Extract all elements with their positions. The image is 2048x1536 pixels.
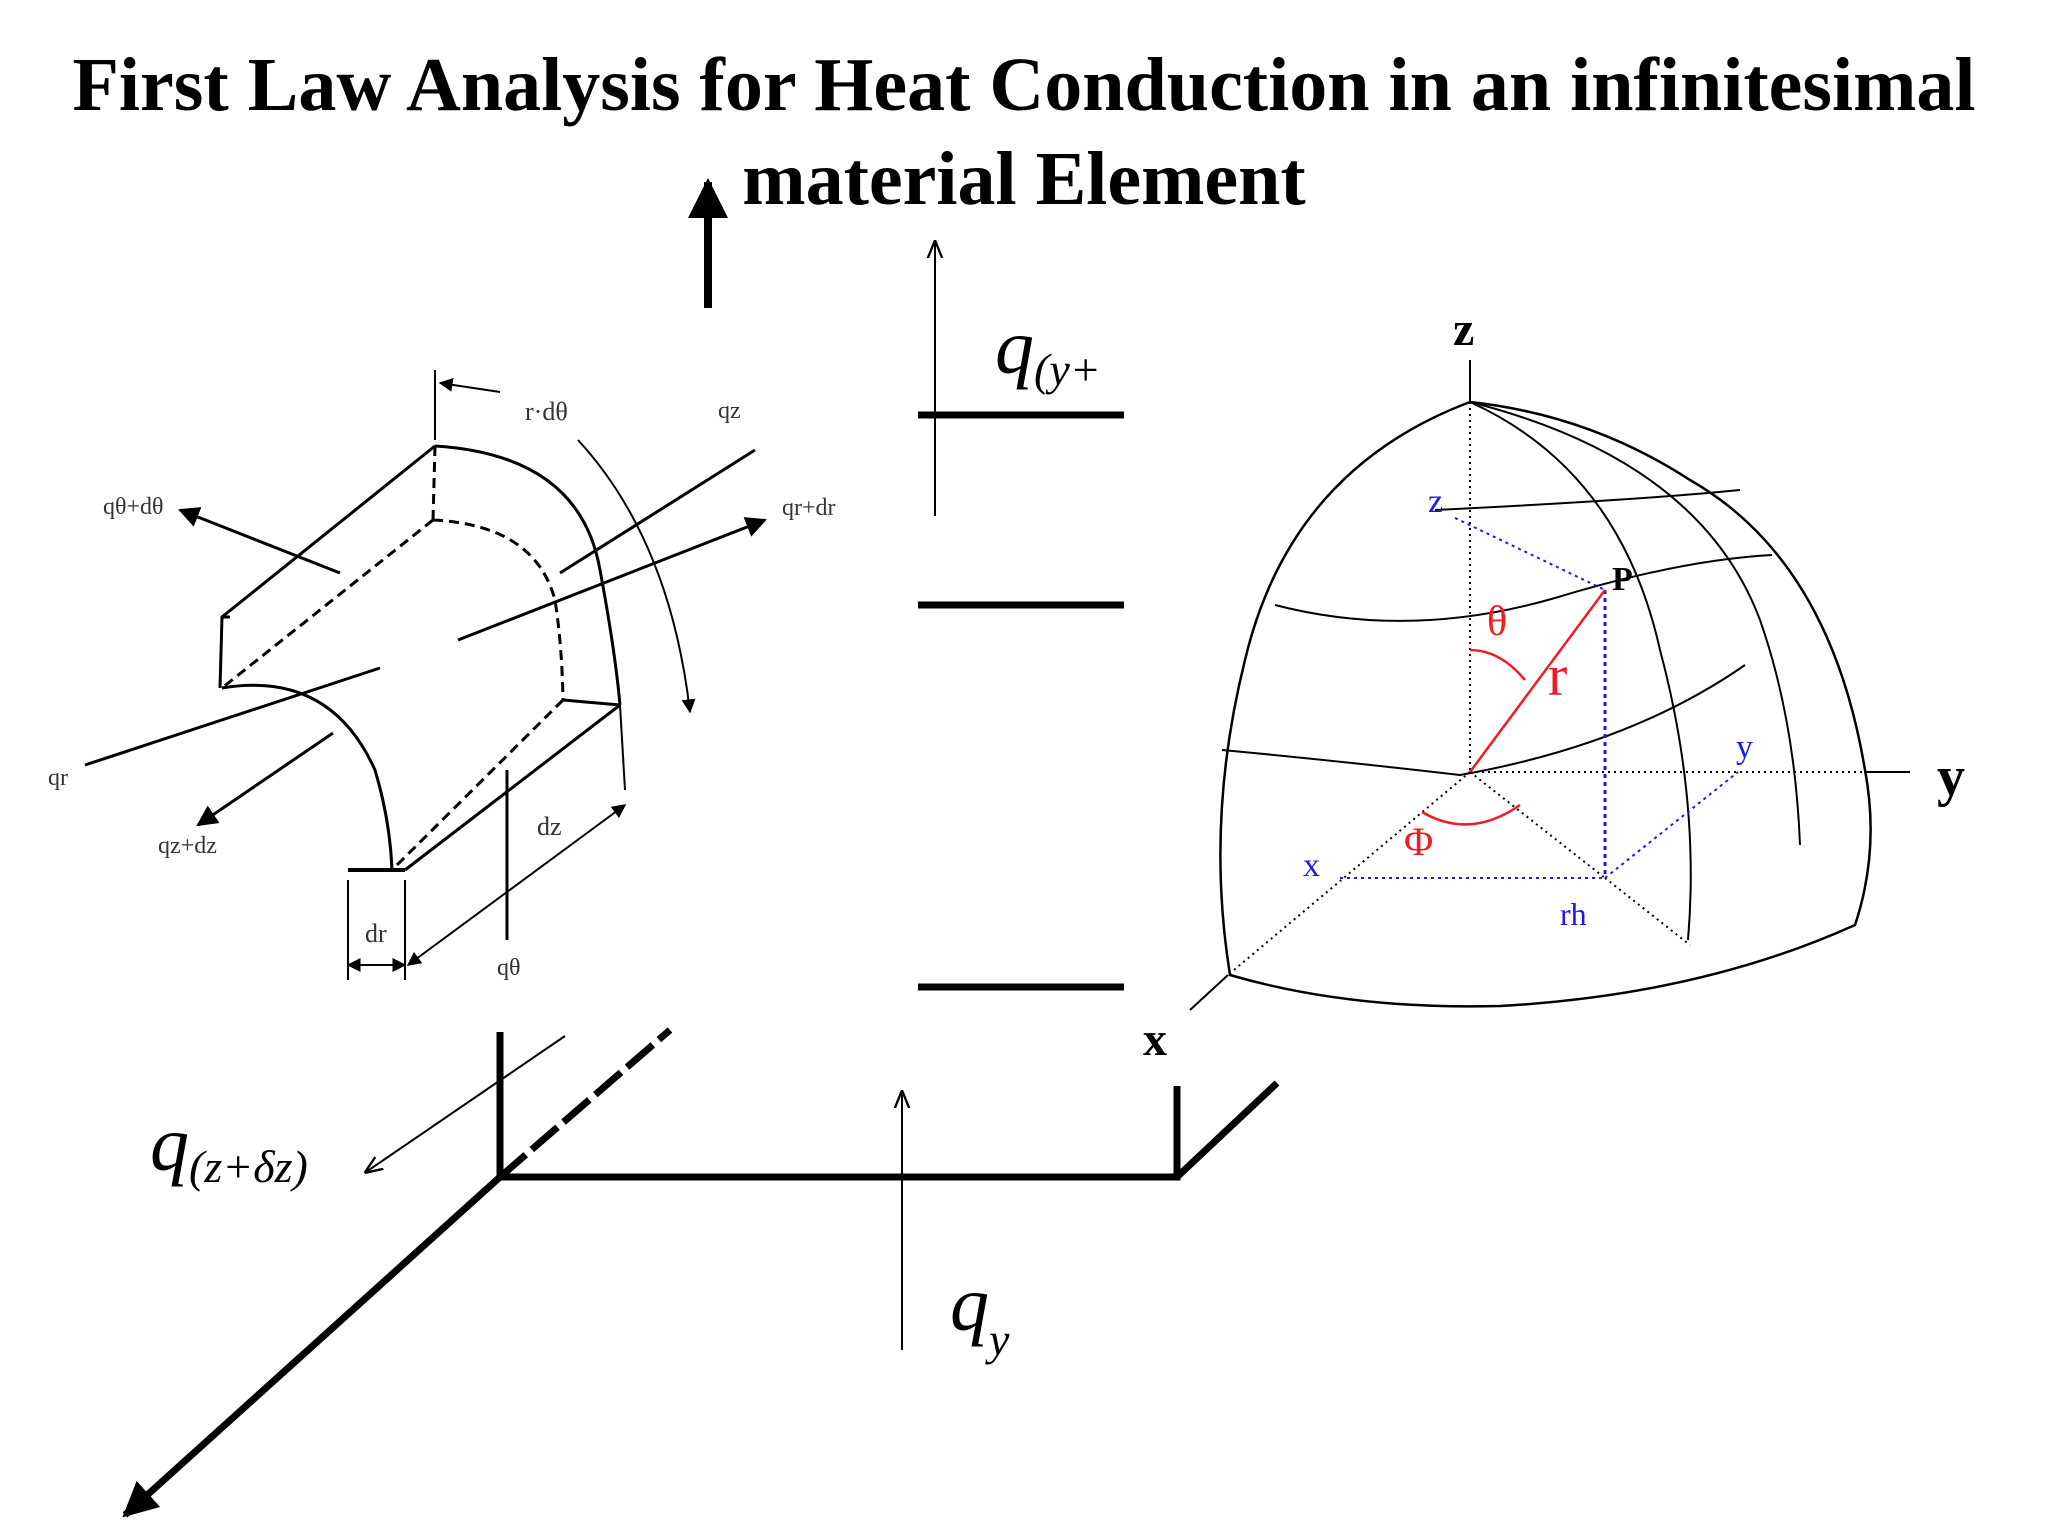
element-base-right-diagonal (1174, 1080, 1280, 1180)
cylindrical-element: r·dθ dz dr qθ qz qr+dr qθ+dθ qr qz+dz (48, 370, 836, 981)
label-dz: dz (537, 812, 562, 841)
parallel-1 (1274, 554, 1773, 622)
proj-origin-rh (1469, 771, 1606, 879)
cylinder-right-face (562, 698, 621, 707)
title-line-1: First Law Analysis for Heat Conduction i… (72, 43, 1976, 127)
proj-z-p (1454, 517, 1606, 591)
cylinder-hidden-edges (221, 445, 565, 872)
sphere-label-rh: rh (1560, 896, 1587, 932)
sphere-outline (1219, 400, 1872, 1008)
label-q-r-dr: qr+dr (782, 495, 836, 521)
sphere-point-p: P (1612, 561, 1633, 598)
sphere-axis-z: z (1453, 303, 1474, 356)
label-r-dtheta: r·dθ (525, 397, 568, 426)
element-base-frame (496, 1032, 1181, 1181)
sphere-axis-x: x (1143, 1013, 1167, 1066)
title-line-2: material Element (742, 137, 1306, 221)
sphere-phi: Φ (1404, 819, 1433, 864)
cylinder-inner-arc (221, 683, 394, 871)
meridian-1 (1469, 401, 1692, 941)
label-q-r: qr (48, 765, 68, 791)
q-z-dz-arrow (196, 731, 334, 827)
slide-title: First Law Analysis for Heat Conduction i… (0, 38, 2048, 226)
theta-arc (1469, 648, 1526, 681)
label-q-z-dz: qz+dz (158, 833, 217, 859)
theta-arc-arrow (577, 439, 696, 714)
parallel-3 (1434, 489, 1741, 511)
red-elements (1421, 589, 1607, 826)
q-r-dr-arrow (457, 517, 767, 642)
label-q-y-plus: q(y+ (995, 303, 1101, 395)
cartesian-element: q(y+ q(z+δz) qy (122, 178, 1280, 1518)
label-q-z-plus-dz: q(z+δz) (150, 1100, 308, 1192)
label-q-theta: qθ (497, 955, 521, 981)
q-z-line (559, 448, 756, 575)
proj-rh-y (1604, 771, 1739, 879)
cylinder-bottom-edge (404, 703, 621, 872)
parallel-2 (1221, 664, 1746, 777)
dz-dim-line (406, 804, 627, 966)
label-q-z: qz (718, 398, 741, 424)
cylinder-front-face (434, 444, 622, 706)
dz-tick-right (619, 704, 626, 791)
meridian-2 (1469, 401, 1801, 846)
x-axis-line (1227, 771, 1471, 976)
r-dtheta-arrow (438, 377, 501, 393)
phi-arc (1421, 803, 1521, 826)
label-dr: dr (365, 919, 387, 948)
radius-line (1468, 589, 1607, 773)
sphere-label-z: z (1428, 483, 1443, 520)
spherical-element: z y x P z y x rh θ r Φ (1143, 303, 1965, 1066)
label-q-theta-dtheta: qθ+dθ (103, 494, 164, 520)
sphere-label-x: x (1303, 847, 1320, 884)
sphere-r: r (1548, 643, 1567, 708)
q-theta-dtheta-arrow (178, 507, 341, 575)
sphere-label-y: y (1736, 729, 1753, 766)
q-r-line (84, 666, 381, 767)
label-q-y: qy (950, 1260, 1010, 1365)
depth-axis-arrow (122, 1174, 503, 1518)
sphere-theta: θ (1487, 599, 1507, 645)
element-base-left-diagonal (497, 1027, 673, 1180)
blue-projections (1340, 517, 1739, 879)
x-axis-tail (1189, 974, 1229, 1011)
qz-plus-dz-arrow (366, 1035, 566, 1172)
sphere-axis-y: y (1937, 746, 1965, 808)
proj-rh-outer (1604, 877, 1691, 946)
